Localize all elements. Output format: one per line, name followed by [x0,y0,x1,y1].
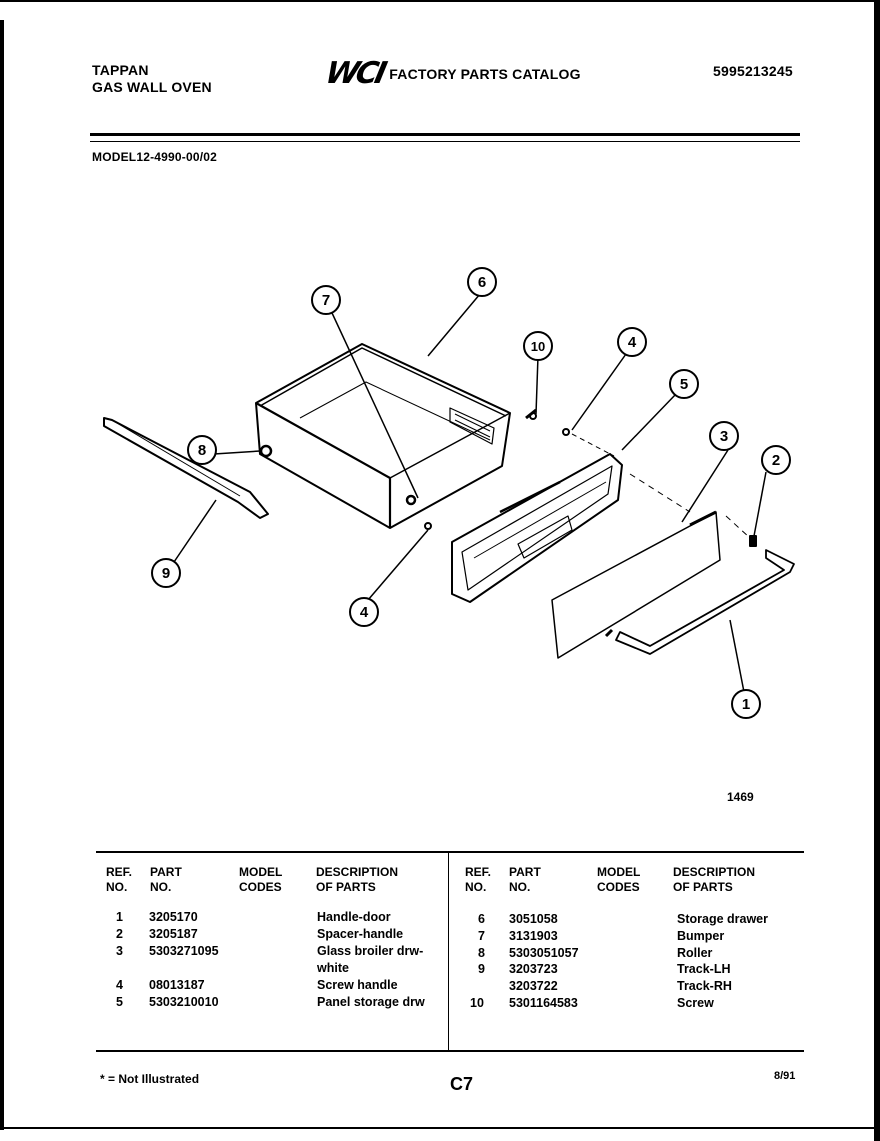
table-row-part: 3131903 [509,929,558,943]
table-row-part: 3203723 [509,962,558,976]
callout-8 [187,435,217,465]
callout-4-bottom-label: 4 [360,604,369,621]
callout-1 [731,689,761,719]
table-row-part: 5301164583 [509,996,578,1010]
product-type: GAS WALL OVEN [92,79,212,95]
figure-number: 1469 [727,790,754,804]
table-row-part: 3051058 [509,912,558,926]
catalog-title: FACTORY PARTS CATALOG [389,65,581,82]
not-illustrated-note: * = Not Illustrated [100,1072,200,1086]
document-number: 5995213245 [713,63,793,79]
table-row-ref: 5 [116,995,123,1009]
callout-3-label: 3 [720,428,728,445]
storage-drawer-part [255,343,511,529]
callout-4-top-label: 4 [628,334,637,351]
frame-top-edge [0,0,880,2]
spacer-handle-part [749,535,757,547]
table-row-part: 08013187 [149,978,205,992]
table-row-desc: Bumper [677,929,725,943]
brand-name: TAPPAN [92,62,149,78]
callout-7 [311,285,341,315]
bumper-part [405,494,417,506]
table-row-ref: 2 [116,927,123,941]
table-row-desc: white [317,961,349,975]
glass-broiler-drawer-part [551,511,721,659]
track-lh-part [103,417,269,519]
table-row-desc: Track-LH [677,962,731,976]
table-row-ref: 9 [478,962,485,976]
ref-no-header: REF.NO. [106,865,133,894]
catalog-heading: WCI FACTORY PARTS CATALOG [322,56,581,91]
table-row-ref: 3 [116,944,123,958]
table-row-ref: 1 [116,910,123,924]
handle-door-part [615,549,795,655]
frame-bottom-edge [0,1127,880,1129]
wci-logo: WCI [322,56,388,91]
table-row-desc: Roller [677,946,713,960]
table-row-desc: Storage drawer [677,912,769,926]
header-rule-thick [90,133,800,136]
header-rule-thin [90,141,800,142]
callout-7-label: 7 [322,292,330,309]
table-row-desc: Panel storage drw [317,995,425,1009]
callout-9-label: 9 [162,565,170,582]
table-row-desc: Screw handle [317,978,398,992]
table-row-ref: 10 [470,996,484,1010]
table-row-ref: 6 [478,912,485,926]
callout-10 [523,331,553,361]
model-number: MODEL12-4990-00/02 [92,150,217,164]
callout-8-label: 8 [198,442,206,459]
callout-9 [151,558,181,588]
table-row-desc: Track-RH [677,979,732,993]
table-row-desc: Handle-door [317,910,391,924]
page-code: C7 [450,1074,474,1094]
callout-5 [669,369,699,399]
table-row-ref: 4 [116,978,123,992]
screw-handle-part-a [562,428,570,436]
table-row-part: 5303210010 [149,995,219,1009]
callout-2 [761,445,791,475]
callout-10-label: 10 [531,339,545,354]
callout-4-bottom [349,597,379,627]
table-row-desc: Spacer-handle [317,927,404,941]
callout-5-label: 5 [680,376,688,393]
table-row-part: 3205170 [149,910,198,924]
callout-2-label: 2 [772,452,780,469]
table-row-part: 5303271095 [149,944,219,958]
catalog-date: 8/91 [774,1070,796,1082]
brand-block: TAPPAN GAS WALL OVEN [92,62,212,96]
ref-no-header-right: REF.NO. [465,865,492,894]
callout-1-label: 1 [742,696,750,713]
roller-part [259,444,273,458]
table-row-part: 3203722 [509,979,558,993]
callout-4-top [617,327,647,357]
callout-6-label: 6 [478,274,486,291]
callout-3 [709,421,739,451]
callout-6 [467,267,497,297]
table-bottom-rule [96,1050,804,1052]
exploded-parts-diagram: 1 2 3 4 4 5 6 7 8 9 10 [103,267,795,719]
table-row-part: 3205187 [149,927,198,941]
table-row-desc: Glass broiler drw- [317,944,424,958]
frame-right-edge [874,0,880,1141]
table-divider [448,853,449,1050]
table-row-part: 5303051057 [509,946,579,960]
frame-left-edge [0,20,4,1130]
table-row-desc: Screw [677,996,714,1010]
table-row-ref: 7 [478,929,485,943]
table-top-rule [96,851,804,853]
panel-storage-drawer-part [451,453,623,603]
table-row-ref: 8 [478,946,485,960]
screw-part-b [525,408,537,420]
screw-handle-part-b [424,522,432,530]
